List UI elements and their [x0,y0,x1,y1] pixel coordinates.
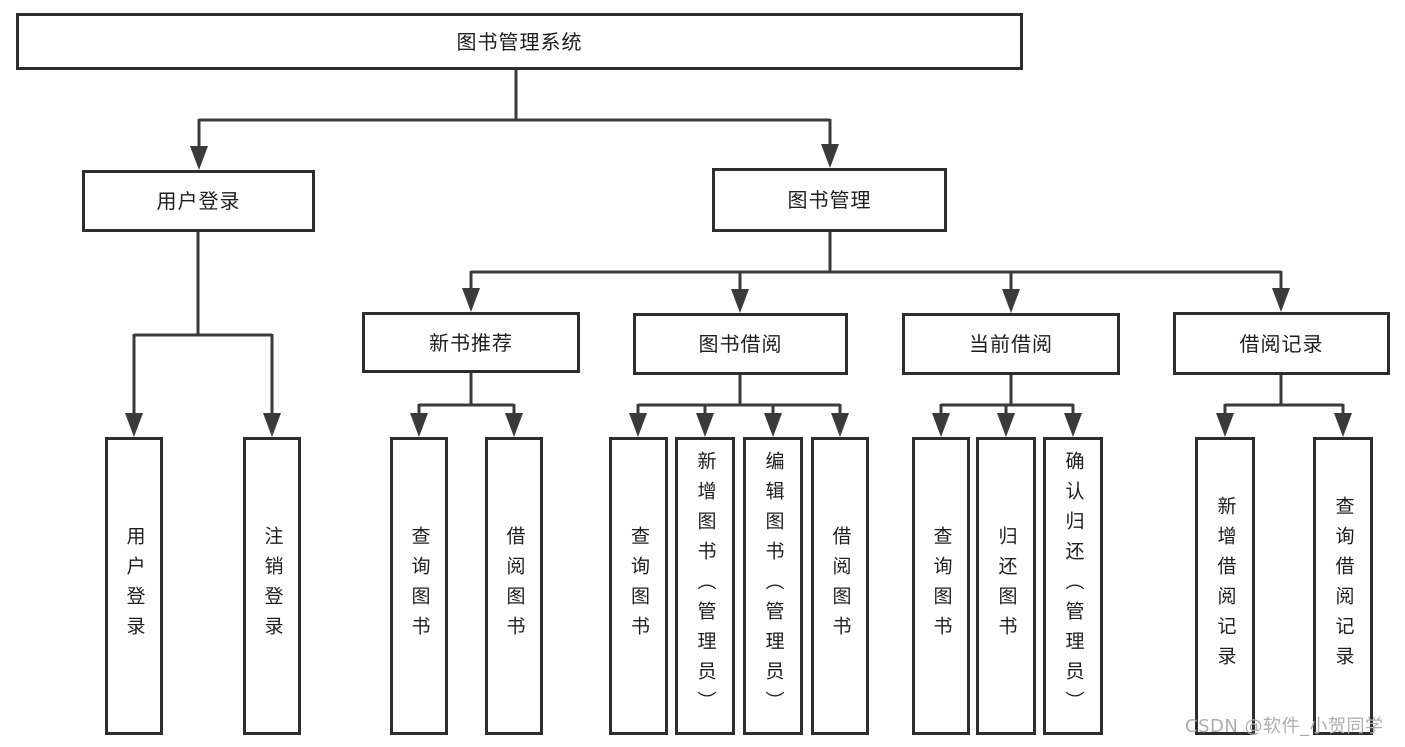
node-borrowing-records: 借阅记录 [1173,312,1390,375]
leaf-logout: 注销登录 [243,437,301,735]
node-user-login-branch: 用户登录 [82,170,315,232]
leaf-confirm-return-admin: 确认归还（管理员） [1043,437,1103,735]
leaf-return-books: 归还图书 [976,437,1036,735]
leaf-query-books-current: 查询图书 [912,437,970,735]
leaf-query-borrow-record: 查询借阅记录 [1313,437,1373,735]
node-library-management-system: 图书管理系统 [16,13,1023,70]
leaf-borrow-books: 借阅图书 [811,437,869,735]
leaf-edit-books-admin: 编辑图书（管理员） [743,437,803,735]
node-new-book-recommendation: 新书推荐 [362,312,580,373]
leaf-borrow-books-recommend: 借阅图书 [485,437,543,735]
leaf-query-books-recommend: 查询图书 [390,437,448,735]
leaf-user-login: 用户登录 [105,437,163,735]
node-book-management-branch: 图书管理 [712,168,947,232]
leaf-add-books-admin: 新增图书（管理员） [675,437,735,735]
csdn-watermark: CSDN @软件_小贺同学 [1185,716,1384,737]
arrowheads [125,144,1352,437]
node-current-borrowing: 当前借阅 [902,313,1120,375]
leaf-add-borrow-record: 新增借阅记录 [1195,437,1255,735]
leaf-query-books-borrowing: 查询图书 [609,437,668,735]
node-book-borrowing: 图书借阅 [633,313,848,375]
